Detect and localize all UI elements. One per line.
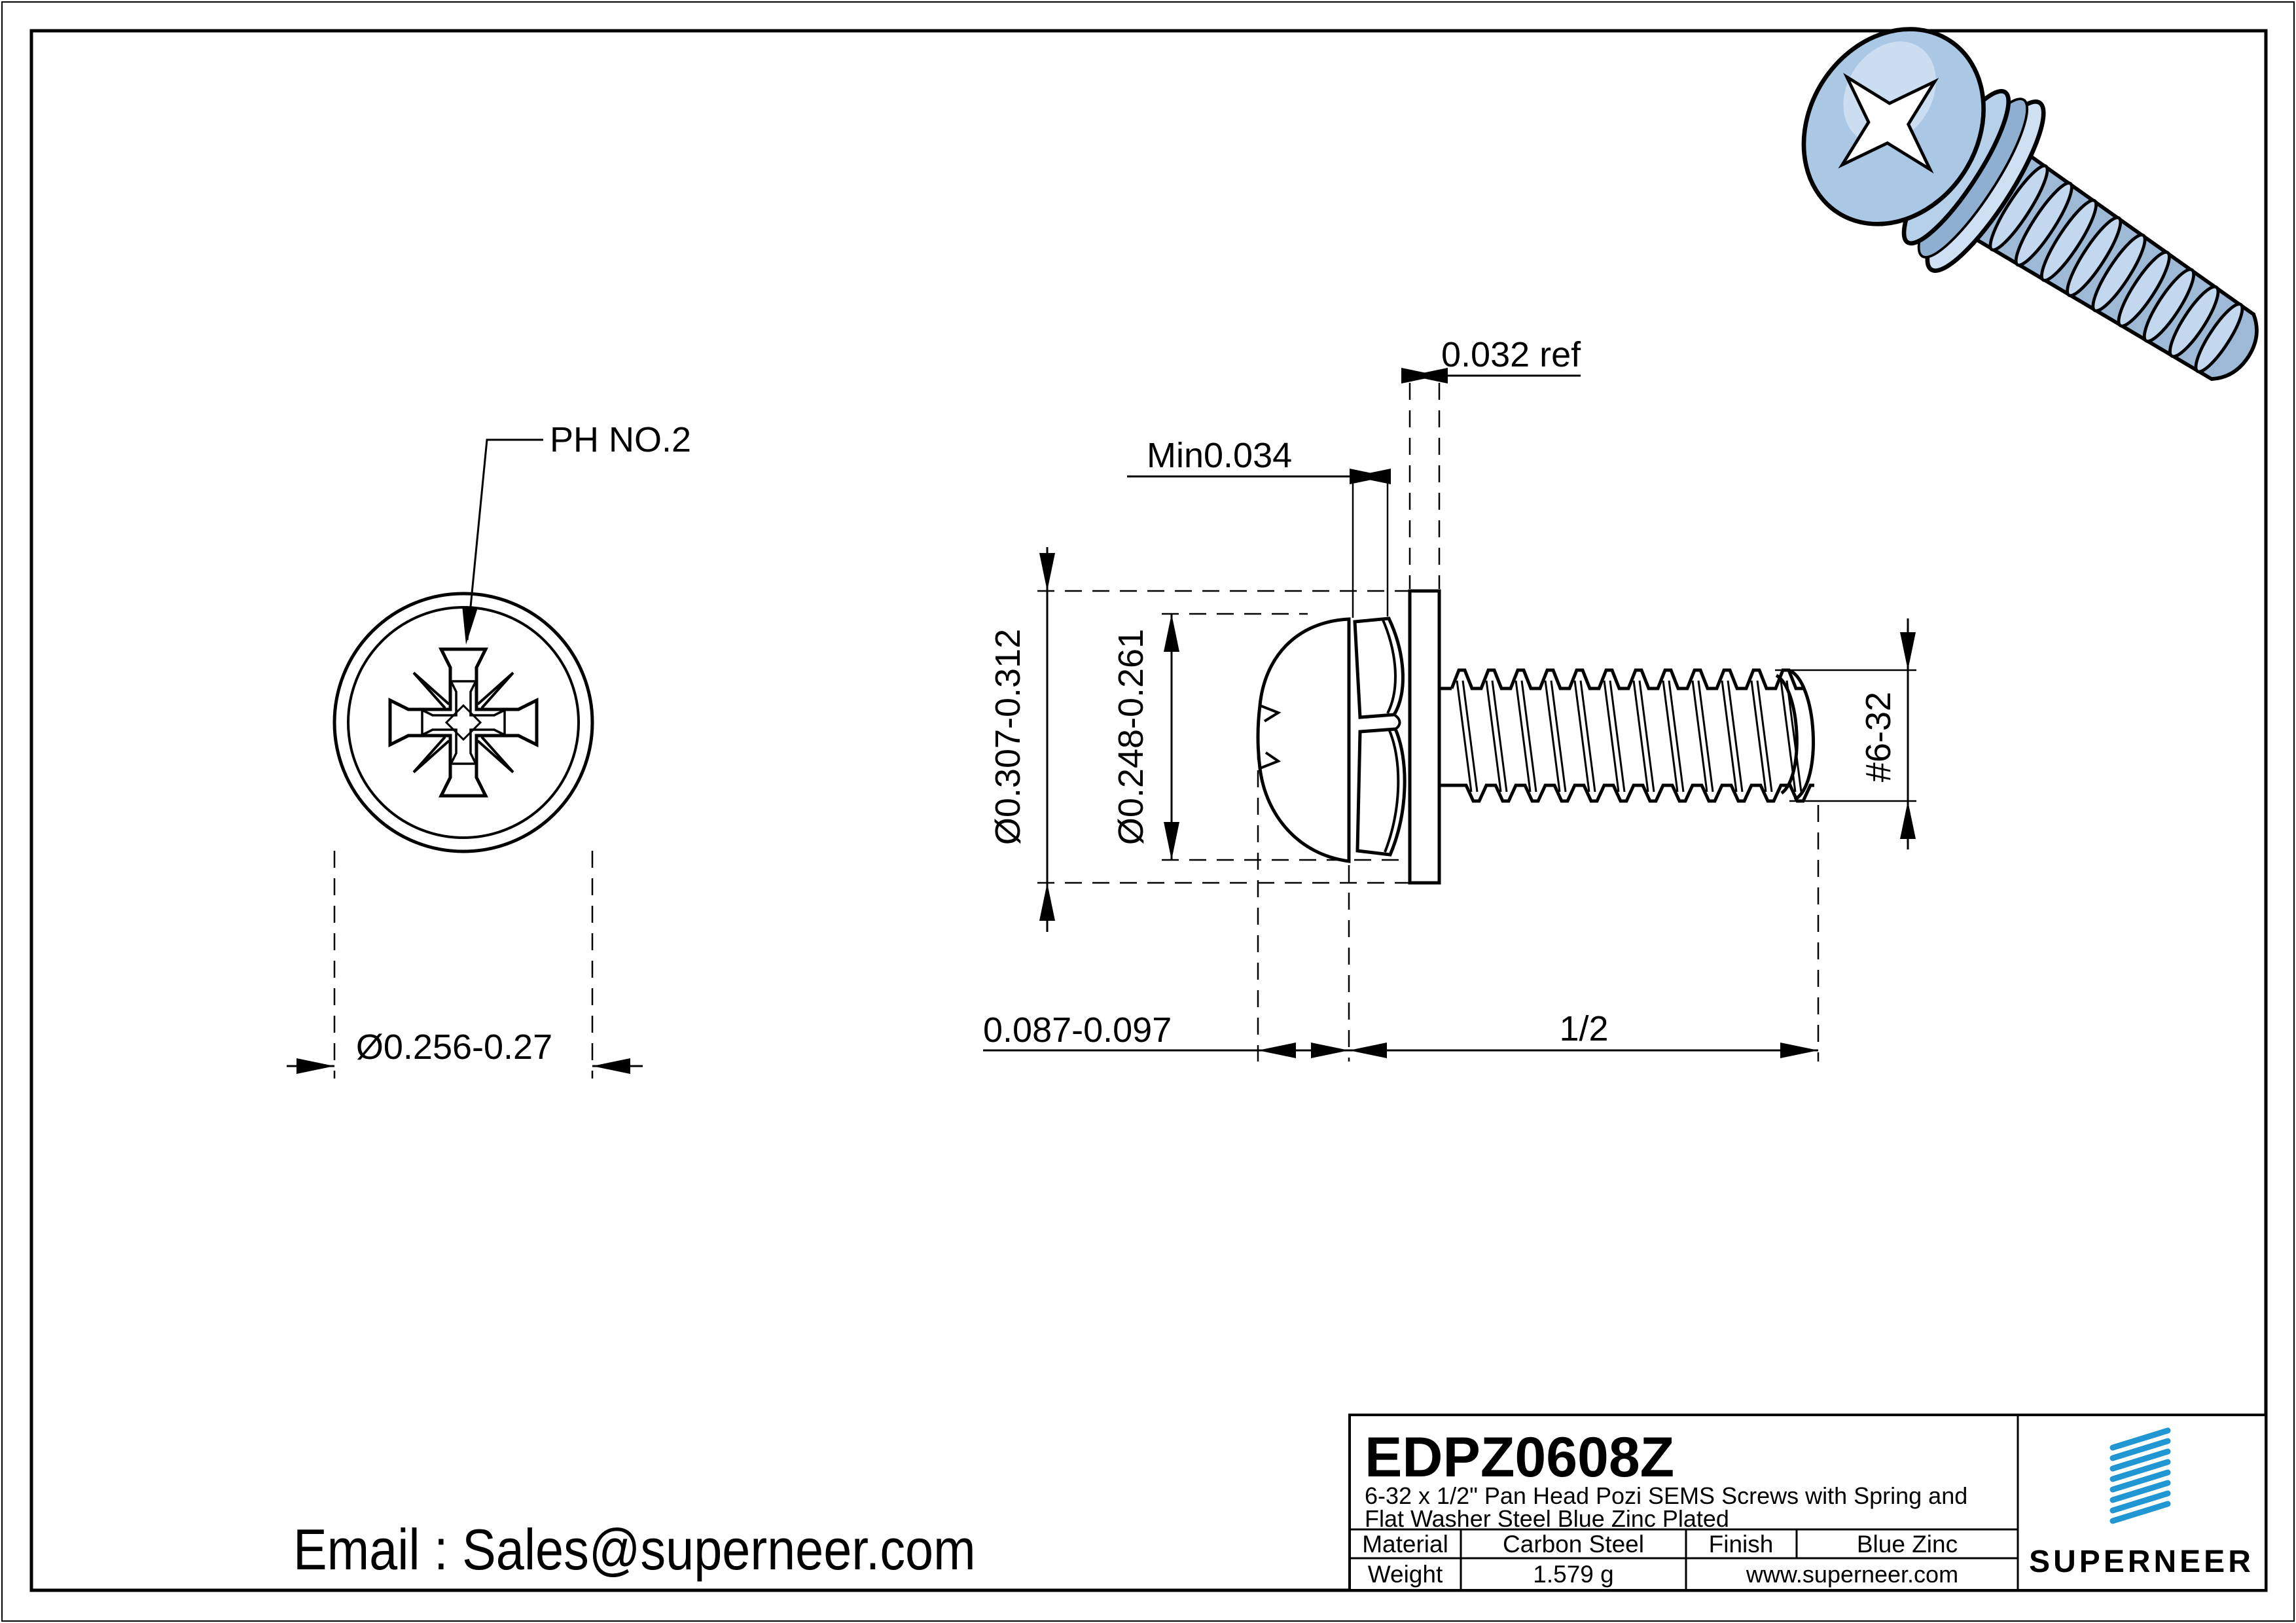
dim-text: Ø0.248-0.261 — [1111, 629, 1151, 845]
dim-flat-washer-od: Ø0.307-0.312 — [988, 547, 1410, 932]
dim-flat-washer-thickness: 0.032 ref — [1401, 335, 1581, 589]
arrow-icon — [1780, 1043, 1818, 1058]
extension-lines — [1775, 669, 1916, 802]
title-block-grid — [1350, 1415, 2019, 1590]
thread-ribs-3d — [1988, 164, 2244, 374]
thread-rib — [2040, 198, 2098, 282]
thread-helix-lines — [1456, 680, 1803, 793]
thread-bottom-profile — [1452, 783, 1814, 803]
weight-value: 1.579 g — [1533, 1561, 1613, 1588]
arrow-icon — [1900, 632, 1916, 670]
arrow-icon — [1401, 368, 1439, 383]
thread-rib — [2091, 233, 2147, 313]
recess-label: PH NO.2 — [550, 420, 691, 459]
arrow-icon — [1039, 553, 1055, 591]
thread-rib — [1988, 164, 2049, 252]
pozi-cross-outer — [388, 647, 539, 798]
flat-washer — [1408, 589, 1441, 885]
dim-front-diameter: Ø0.256-0.27 — [287, 851, 643, 1079]
logo-stripes-icon — [2109, 1427, 2171, 1524]
pozi-center-square — [444, 704, 482, 741]
thread-rib — [2117, 250, 2171, 328]
arrow-icon — [1258, 1043, 1296, 1058]
extension-lines — [1408, 383, 1441, 589]
washer-outline-circle — [332, 592, 594, 853]
dim-head-od: Ø0.248-0.261 — [1111, 613, 1407, 861]
pozi-diagonal-rays — [412, 671, 514, 774]
dim-text: Ø0.256-0.27 — [356, 1027, 552, 1067]
arrow-icon — [592, 1058, 630, 1074]
thread-rib — [2014, 181, 2073, 267]
thread-rib — [2168, 285, 2220, 359]
dim-head-height-text: 0.087-0.097 — [983, 1010, 1172, 1050]
pan-head — [1256, 617, 1351, 863]
dim-text: 0.032 ref — [1441, 335, 1581, 374]
arrow-icon — [296, 1058, 334, 1074]
finish-label: Finish — [1709, 1531, 1774, 1558]
email-text: Email : Sales@superneer.com — [293, 1517, 976, 1582]
screw-3d-render — [1801, 27, 2259, 382]
description-line1: 6-32 x 1/2" Pan Head Pozi SEMS Screws wi… — [1365, 1482, 1967, 1509]
dim-text: Ø0.307-0.312 — [988, 629, 1028, 845]
arrow-icon — [1164, 614, 1179, 652]
extension-lines — [1352, 482, 1389, 618]
website-link[interactable]: www.superneer.com — [1746, 1561, 1958, 1588]
superneer-logo: SUPERNEER — [2029, 1427, 2254, 1579]
extension-lines — [1037, 590, 1410, 884]
thread-end-runout — [1775, 668, 1816, 802]
dim-thread-spec: #6-32 — [1775, 618, 1916, 849]
arrow-icon — [1311, 1043, 1349, 1058]
part-number: EDPZ0608Z — [1365, 1426, 1674, 1489]
weight-label: Weight — [1368, 1561, 1443, 1588]
dim-length-text: 1/2 — [1559, 1009, 1608, 1048]
head-recess-notches — [1259, 704, 1282, 770]
arrow-icon — [1900, 801, 1916, 839]
thread-top-profile — [1450, 668, 1805, 690]
dim-text: Min0.034 — [1147, 436, 1292, 475]
title-block: EDPZ0608Z 6-32 x 1/2" Pan Head Pozi SEMS… — [1348, 1414, 2267, 1592]
extension-lines — [1162, 613, 1407, 861]
pozi-cross-inner — [421, 680, 506, 765]
arrow-icon — [1164, 822, 1179, 860]
leader-line — [466, 438, 543, 641]
title-block-border — [1348, 1414, 2267, 1592]
material-value: Carbon Steel — [1503, 1531, 1644, 1558]
arrow-icon — [1349, 1043, 1387, 1058]
shank-lines — [1439, 687, 1452, 787]
pozi-star-3d — [1838, 73, 1939, 174]
brand-name: SUPERNEER — [2029, 1544, 2254, 1579]
thread-rib — [2066, 216, 2123, 298]
drawing-frame — [29, 29, 2268, 1592]
extension-lines — [333, 851, 594, 1079]
thread — [1439, 668, 1816, 803]
material-label: Material — [1362, 1531, 1448, 1558]
spring-washer-inner-lines — [1381, 618, 1401, 853]
thread-rib — [2142, 268, 2196, 343]
spring-washer — [1353, 616, 1407, 857]
recess-callout: PH NO.2 — [458, 420, 691, 646]
dim-spring-washer-thickness: Min0.034 — [1127, 436, 1391, 618]
finish-value: Blue Zinc — [1857, 1531, 1958, 1558]
arrow-icon — [1039, 883, 1055, 921]
front-view: PH NO.2 Ø0.256-0.27 — [287, 420, 691, 1079]
pozi-recess — [388, 647, 539, 798]
description-line2: Flat Washer Steel Blue Zinc Plated — [1365, 1505, 1729, 1532]
dim-head-height-and-length: 0.087-0.097 1/2 — [983, 743, 1820, 1061]
thread-rib — [2194, 302, 2244, 374]
head-profile — [1256, 617, 1351, 863]
extension-lines — [1257, 743, 1820, 1061]
side-view: 0.032 ref Min0.034 Ø0.307-0.312 Ø0.248-0… — [983, 335, 1916, 1061]
dim-text: #6-32 — [1859, 692, 1898, 782]
